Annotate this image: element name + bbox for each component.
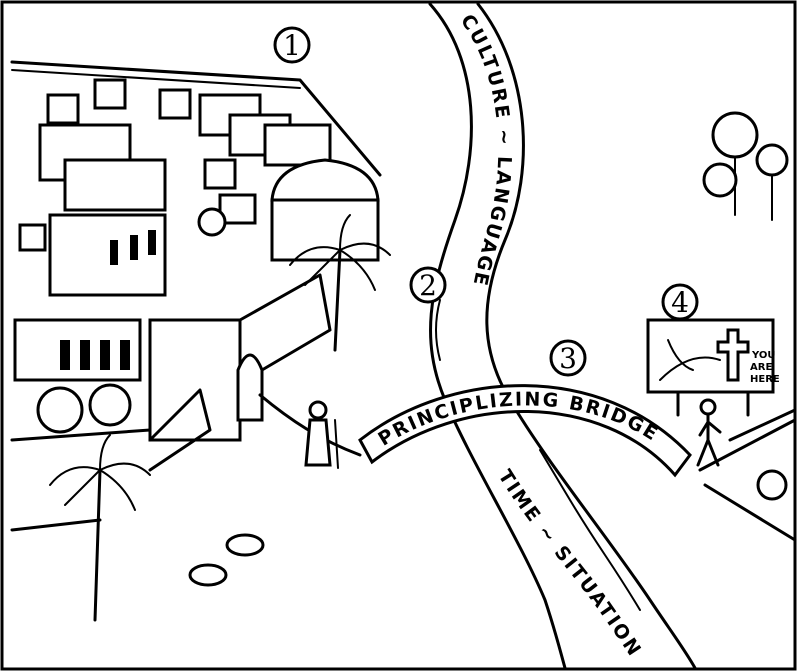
marker-3: 3 — [549, 339, 587, 377]
svg-text:1: 1 — [283, 29, 301, 62]
cross-icon — [716, 328, 750, 382]
marker-2: 2 — [409, 266, 447, 304]
river — [428, 2, 697, 670]
modern-person — [696, 398, 722, 467]
svg-text:ARE: ARE — [750, 362, 772, 373]
trees — [36, 111, 789, 622]
svg-text:YOU: YOU — [751, 350, 776, 361]
ancient-traveler — [304, 400, 339, 469]
svg-text:2: 2 — [419, 269, 437, 302]
svg-text:3: 3 — [559, 342, 577, 375]
marker-4: 4 — [661, 283, 699, 321]
city — [10, 60, 382, 532]
svg-text:HERE: HERE — [750, 374, 780, 385]
marker-1: 1 — [273, 26, 311, 64]
svg-text:4: 4 — [671, 286, 689, 319]
principlizing-bridge — [358, 384, 692, 478]
you-are-here-sign: YOU ARE HERE — [646, 318, 780, 417]
